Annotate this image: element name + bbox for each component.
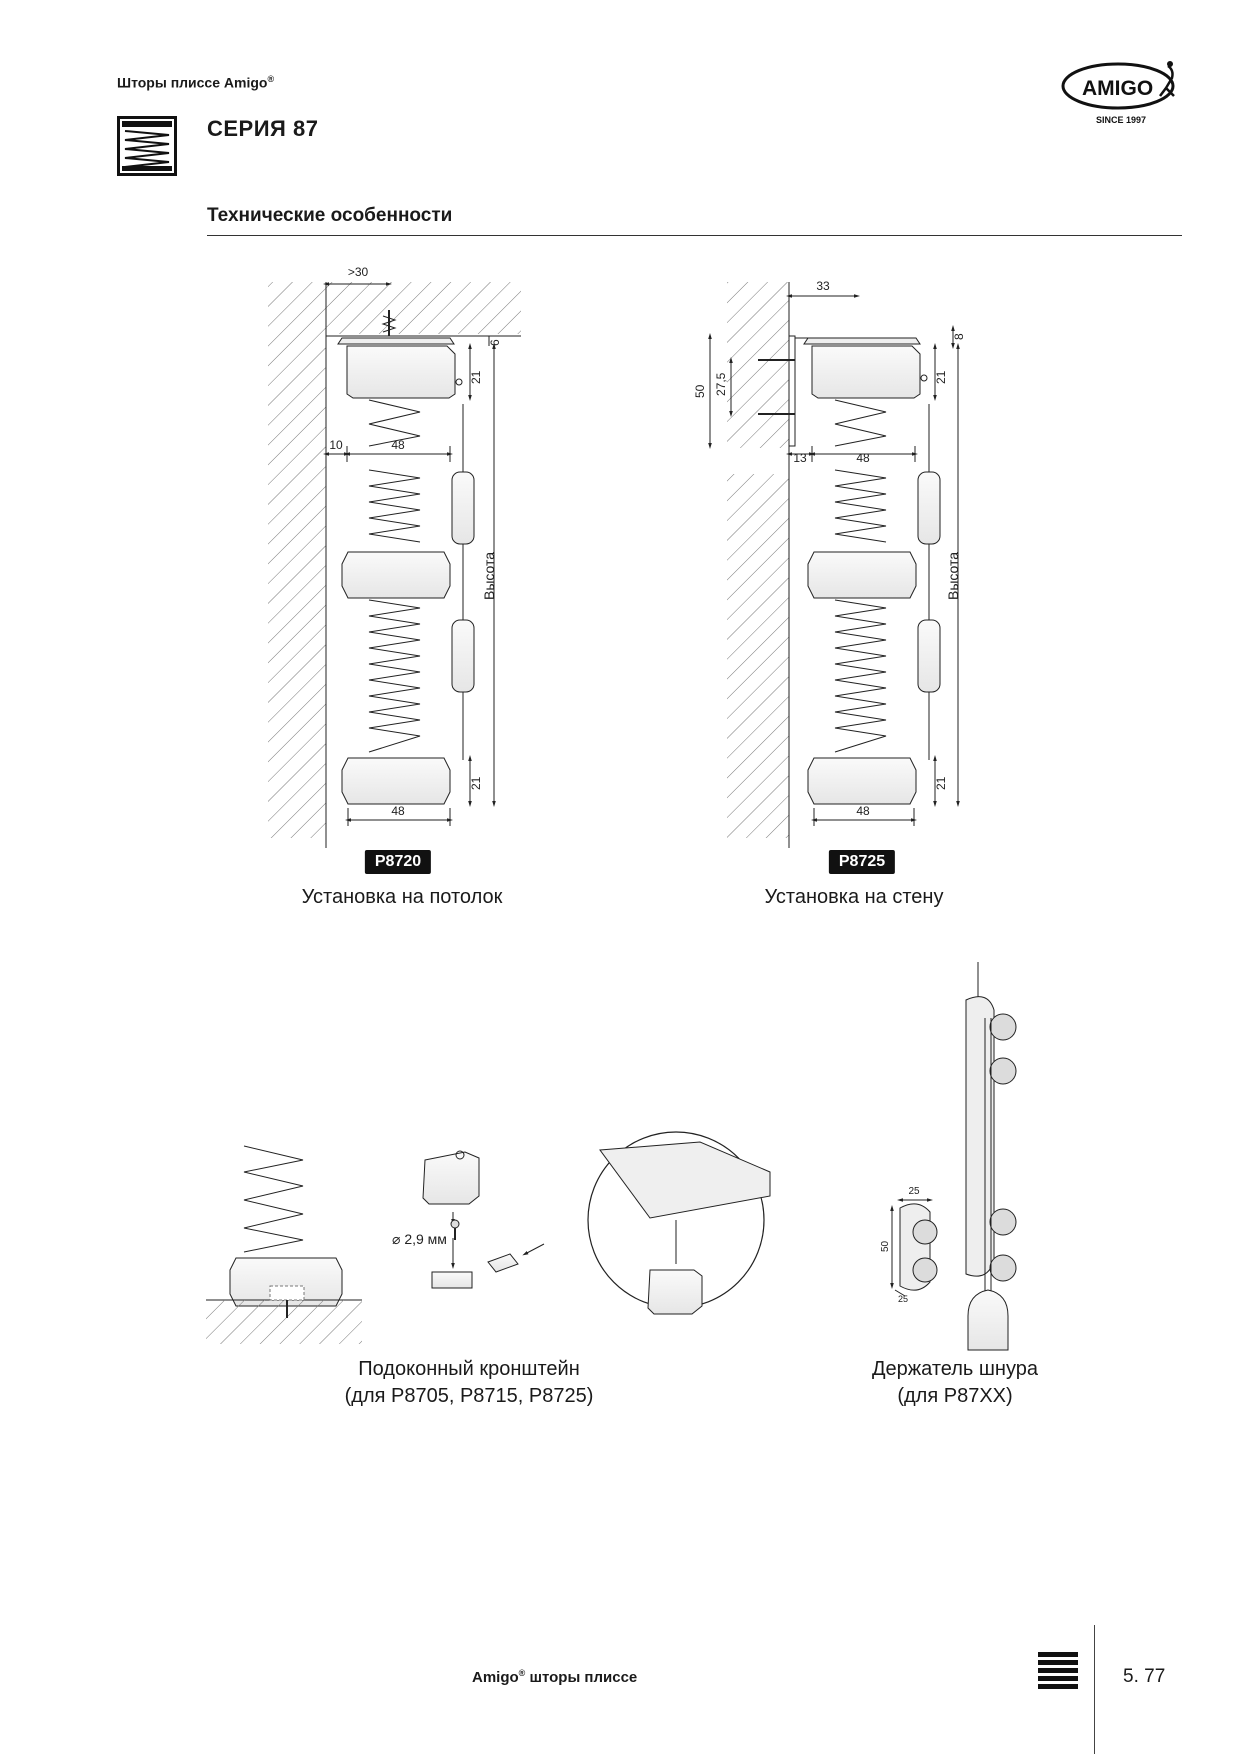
dim-top: 6: [488, 339, 502, 346]
dim-cord-w: 25: [908, 1186, 920, 1197]
section-title: Технические особенности: [207, 205, 453, 226]
sill-bracket-diagram: [206, 1131, 771, 1344]
caption-cord-note: (для P87XX): [897, 1385, 1013, 1407]
wall-mount-diagram: [708, 282, 960, 848]
dim-bottom: 21: [469, 776, 483, 790]
dim-bottom-width: 48: [856, 804, 870, 818]
series-title: СЕРИЯ 87: [207, 116, 319, 141]
dim-depth: 33: [816, 279, 830, 293]
pleated-blind-icon: [117, 116, 177, 176]
dim-bottom-width: 48: [391, 804, 405, 818]
registered-mark: ®: [267, 74, 275, 84]
screw-size-label: ⌀ 2,9 мм: [392, 1231, 447, 1247]
dim-offset: 13: [793, 451, 807, 465]
logo-wordmark: AMIGO: [1082, 77, 1153, 100]
dim-width: 48: [391, 438, 405, 452]
dim-offset: 10: [329, 438, 343, 452]
amigo-logo: AMIGO SINCE 1997: [1061, 61, 1175, 125]
section-divider: [207, 235, 1182, 236]
caption-wall: Установка на стену: [764, 886, 944, 908]
dim-cord-small: 25: [898, 1294, 908, 1304]
dim-cord-h: 50: [880, 1240, 891, 1252]
brand-text: Шторы плиссе Amigo: [117, 74, 268, 91]
logo-since: SINCE 1997: [1096, 115, 1146, 125]
dim-bottom: 21: [934, 776, 948, 790]
product-code-wall: P8725: [828, 850, 896, 874]
footer-divider: [1094, 1625, 1095, 1754]
dim-width: 48: [856, 451, 870, 465]
cord-holder-diagram: [890, 962, 1017, 1351]
brand-line: Шторы плиссе Amigo®: [117, 74, 274, 91]
footer-text: Amigo® шторы плиссе: [472, 1668, 638, 1686]
dim-bracket: 50: [693, 384, 707, 398]
product-code-ceiling: P8720: [364, 850, 432, 874]
ceiling-mount-diagram: [268, 282, 521, 848]
pleated-blind-icon: [1038, 1652, 1078, 1689]
dim-head: 21: [469, 370, 483, 384]
caption-ceiling: Установка на потолок: [301, 886, 503, 908]
dim-height-label: Высота: [481, 552, 497, 600]
dim-holes: 27,5: [714, 372, 728, 396]
dim-head: 21: [934, 370, 948, 384]
page-number: 5. 77: [1123, 1666, 1166, 1687]
dim-height-label: Высота: [945, 552, 961, 600]
dim-top: 8: [952, 333, 966, 340]
dim-gap: >30: [348, 265, 369, 279]
caption-sill-note: (для P8705, P8715, P8725): [344, 1385, 594, 1407]
caption-cord-title: Держатель шнура: [871, 1358, 1039, 1380]
caption-sill-title: Подоконный кронштейн: [358, 1358, 580, 1380]
